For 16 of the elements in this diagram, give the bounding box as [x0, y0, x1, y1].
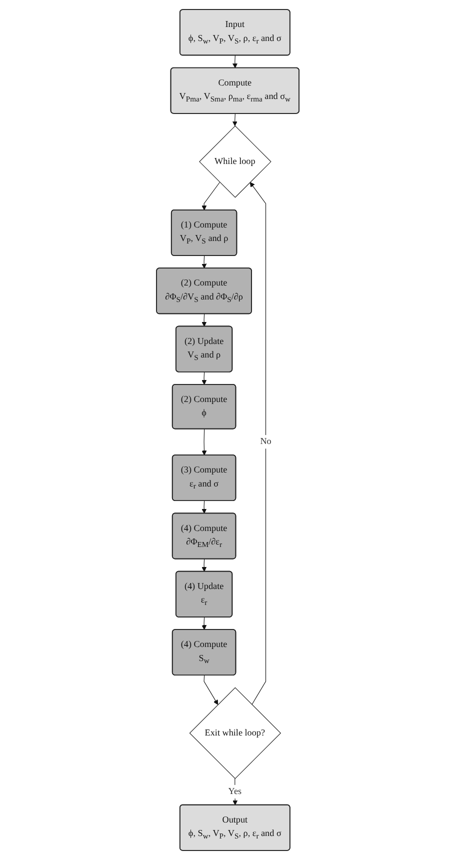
- arrow: [202, 182, 220, 210]
- arrow: [202, 500, 207, 514]
- arrow: [202, 558, 207, 572]
- node-diamond: Exit while loop?: [190, 687, 282, 779]
- arrow: [202, 616, 207, 630]
- edge-label: Yes: [228, 786, 242, 796]
- arrow: [202, 314, 207, 327]
- arrow: [232, 55, 238, 68]
- edge-label: No: [260, 436, 272, 446]
- arrow: [204, 675, 218, 705]
- arrow: [202, 428, 207, 456]
- arrow: [202, 256, 207, 269]
- arrow: [202, 372, 207, 385]
- arrow: [232, 113, 238, 126]
- arrow: [250, 182, 266, 705]
- node-diamond: While loop: [199, 126, 272, 198]
